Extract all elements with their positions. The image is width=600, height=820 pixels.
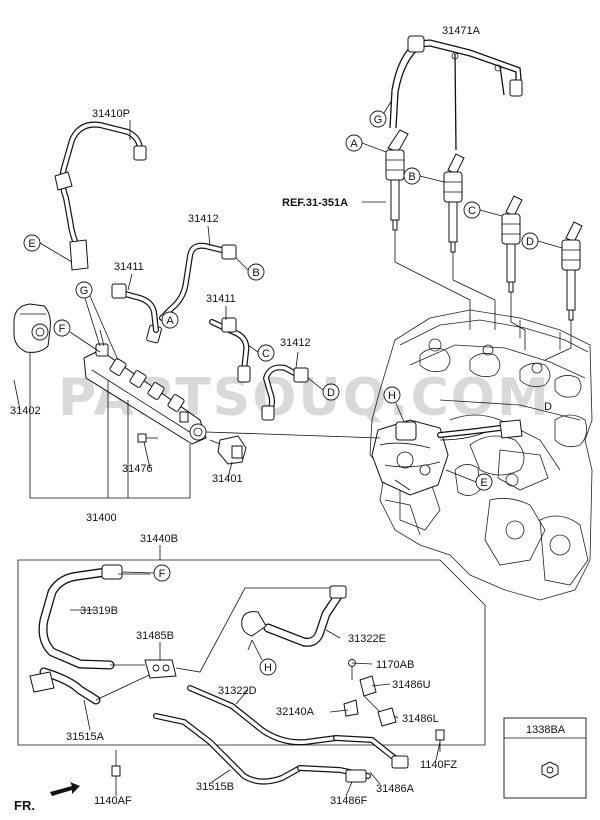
injector-4 [561, 221, 583, 321]
front-direction-indicator [50, 782, 80, 796]
fuel-hose-31322e [241, 585, 347, 647]
label-31401: 31401 [212, 473, 243, 485]
svg-text:E: E [28, 238, 35, 250]
label-31485b: 31485B [136, 630, 174, 642]
svg-text:C: C [262, 348, 270, 360]
callout-c-injector: C [463, 201, 503, 219]
label-front-direction: FR. [14, 798, 35, 813]
callout-b-injector: B [403, 167, 445, 185]
injector-1 [385, 129, 409, 231]
callout-a-injector: A [345, 134, 387, 153]
label-31412-lower: 31412 [280, 337, 311, 349]
injector-wiring-harness [389, 35, 523, 151]
connector-31485b [110, 587, 330, 679]
fuel-return-pipe-31410p [54, 121, 147, 271]
label-31486u: 31486U [392, 679, 431, 691]
label-1140fz: 1140FZ [420, 759, 457, 771]
label-31486a: 31486A [376, 783, 415, 795]
label-31322d: 31322D [218, 685, 257, 697]
svg-text:C: C [468, 205, 476, 217]
svg-text:B: B [252, 267, 259, 279]
label-31411-mid: 31411 [206, 293, 236, 305]
svg-text:H: H [264, 662, 272, 674]
label-31471a: 31471A [442, 25, 481, 37]
label-1338ba: 1338BA [526, 724, 566, 736]
rail-pressure-sensor-31401 [209, 435, 247, 465]
injector-leader-lines [394, 230, 572, 361]
svg-text:F: F [159, 568, 166, 580]
svg-text:G: G [80, 285, 89, 297]
injector-3 [501, 195, 523, 293]
label-1170ab: 1170AB [376, 659, 414, 671]
svg-text:F: F [59, 323, 66, 335]
callout-g-harness: G [369, 99, 393, 128]
high-pressure-pipe-31412-upper [146, 242, 237, 344]
label-31411-left: 31411 [114, 261, 144, 273]
callout-d-rail: D [307, 377, 340, 401]
svg-text:B: B [408, 171, 415, 183]
callout-b-rail: B [235, 257, 265, 281]
label-31486f: 31486F [330, 795, 368, 807]
fuel-hose-31515a [29, 667, 161, 705]
engine-block [369, 309, 593, 601]
label-31402: 31402 [10, 405, 41, 417]
callout-d-injector: D [521, 232, 563, 250]
high-pressure-pipe-31412-lower [261, 364, 309, 421]
fuel-hose-31319b [38, 564, 123, 670]
callout-h-engine: H [383, 386, 405, 423]
svg-text:D: D [526, 236, 534, 248]
label-31412-upper: 31412 [188, 213, 219, 225]
callout-f-lower: F [121, 564, 171, 582]
label-31486l: 31486L [402, 713, 439, 725]
lower-assembly-frame [17, 559, 486, 746]
bolt-31476 [137, 433, 158, 443]
injector-2 [443, 153, 465, 253]
label-31515b: 31515B [196, 781, 234, 793]
fuel-pipe-31515b [153, 713, 371, 785]
callout-a-rail: A [161, 311, 179, 329]
fuel-pipe-31322d [187, 685, 409, 769]
leader-lines-upper [13, 120, 386, 479]
svg-text:A: A [350, 138, 358, 150]
svg-text:D: D [327, 387, 335, 399]
svg-text:A: A [166, 315, 174, 327]
clamp-brackets [111, 659, 445, 790]
callout-h-lower: H [251, 639, 277, 676]
part-box-1338ba [503, 717, 587, 799]
callout-e-upper: E [23, 234, 73, 263]
callout-f-rail: F [53, 319, 101, 353]
label-31322e: 31322E [348, 633, 386, 645]
callout-c-rail: C [247, 344, 275, 362]
engine-d-marker: D [544, 401, 552, 413]
common-rail-assembly [83, 343, 381, 445]
label-31410p: 31410P [92, 108, 130, 120]
label-31319b: 31319B [80, 605, 118, 617]
label-1140af: 1140AF [94, 795, 132, 807]
svg-text:E: E [480, 477, 487, 489]
label-31440b: 31440B [140, 533, 178, 545]
svg-text:H: H [388, 390, 396, 402]
svg-text:G: G [374, 114, 383, 126]
label-ref-31-351a: REF.31-351A [282, 197, 348, 209]
pressure-regulator-31402 [13, 303, 51, 353]
label-31476: 31476 [122, 463, 153, 475]
callout-g-rail: G [75, 281, 119, 361]
assembly-bracket-31400 [29, 352, 191, 499]
label-31400: 31400 [86, 512, 117, 524]
label-31515a: 31515A [66, 731, 105, 743]
high-pressure-pipe-31411-mid [209, 317, 251, 383]
high-pressure-pump [371, 419, 523, 496]
callout-e-engine: E [445, 469, 493, 491]
leader-lines-lower [70, 573, 441, 797]
high-pressure-pipe-31411-left [111, 283, 159, 333]
label-32140a: 32140A [276, 706, 315, 718]
